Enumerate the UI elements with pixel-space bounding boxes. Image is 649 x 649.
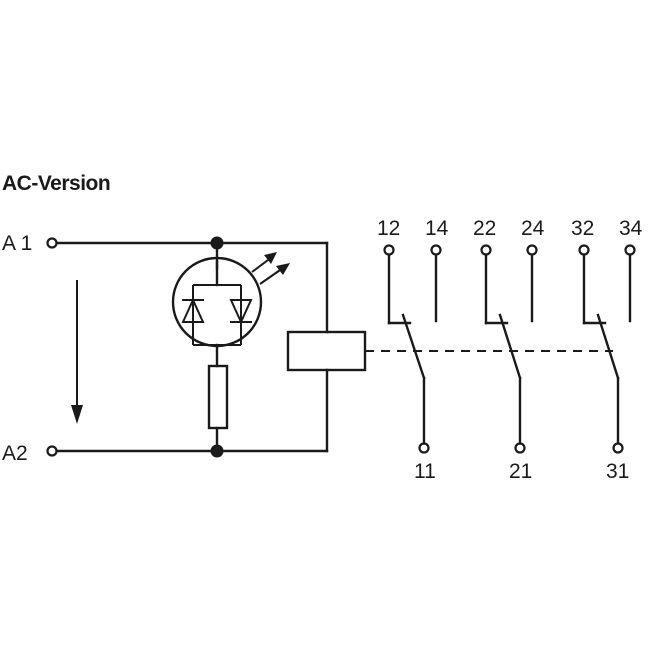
contact-1-no-label: 14 [425, 217, 449, 240]
contact-1-common-label: 11 [414, 460, 436, 483]
contact-3-common-label: 31 [606, 460, 629, 483]
relay-coil [286, 330, 367, 372]
terminal-a2 [46, 445, 58, 457]
contact-set-3: 32 34 31 [571, 217, 643, 483]
diagram-title: AC-Version [2, 172, 110, 195]
contact-2-common-label: 21 [509, 460, 532, 483]
contact-1-nc-label: 12 [377, 217, 400, 240]
contact-2-nc-label: 22 [473, 217, 496, 240]
supply-wiring [53, 241, 329, 453]
led-indicator [171, 241, 290, 368]
contact-2-no-label: 24 [521, 217, 545, 240]
contact-3-nc-label: 32 [571, 217, 594, 240]
terminal-a1-label: A 1 [2, 232, 32, 255]
voltage-arrow [71, 280, 83, 424]
contact-set-2: 22 24 21 [473, 217, 545, 483]
resistor [207, 364, 229, 453]
junction-top [210, 236, 224, 250]
junction-bottom [210, 444, 224, 458]
contact-set-1: 12 14 11 [377, 217, 449, 483]
terminal-a1 [46, 237, 58, 249]
terminal-a2-label: A2 [2, 442, 28, 465]
contact-3-no-label: 34 [619, 217, 643, 240]
